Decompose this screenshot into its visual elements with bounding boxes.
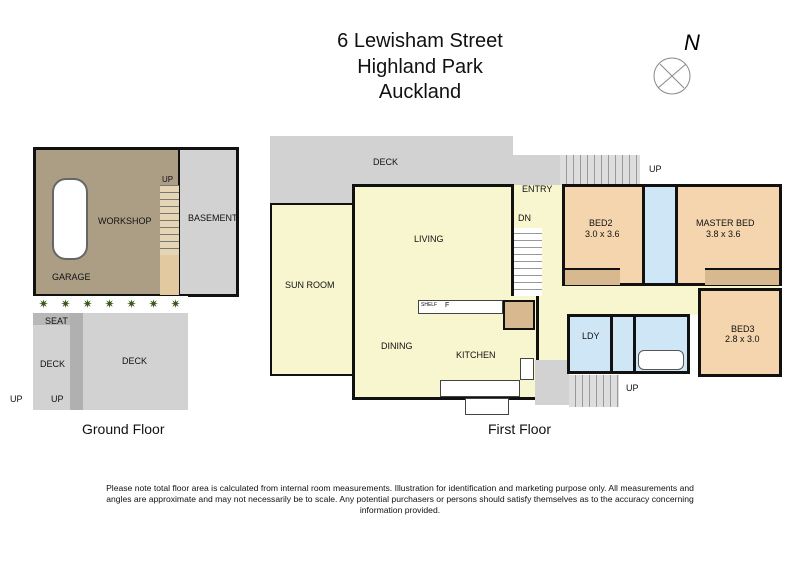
bay-window (465, 398, 509, 415)
dining-label: DINING (381, 341, 413, 351)
plant-icon: ✷ (170, 297, 181, 311)
deck-label: DECK (373, 157, 399, 167)
entry-label: ENTRY (522, 184, 553, 194)
deck-up-left-label: UP (10, 394, 23, 404)
plant-icon: ✷ (104, 297, 115, 311)
shelf-label: SHELF (421, 302, 438, 308)
master-wardrobe (705, 268, 779, 285)
bottom-stairs (569, 375, 619, 407)
ground-floor-caption: Ground Floor (82, 421, 165, 437)
living-label: LIVING (414, 234, 444, 244)
planter-strip: ✷ ✷ ✷ ✷ ✷ ✷ ✷ (33, 296, 188, 313)
plant-icon: ✷ (126, 297, 137, 311)
living (352, 184, 514, 296)
up-top-label: UP (649, 164, 662, 174)
ground-stairs (160, 185, 179, 255)
compass-north-label: N (684, 30, 700, 55)
dining-kitchen (352, 296, 539, 400)
ground-deck (33, 313, 188, 410)
kitchen-bench-sink (440, 380, 520, 397)
basement-label: BASEMENT (188, 213, 238, 223)
first-floor-caption: First Floor (488, 421, 551, 437)
title-line-3: Auckland (378, 81, 462, 103)
workshop-label: WORKSHOP (98, 216, 152, 226)
seat-side (70, 313, 83, 410)
deck-left-label: DECK (40, 359, 66, 369)
disclaimer: Please note total floor area is calculat… (106, 483, 694, 515)
ldy-label: LDY (582, 331, 600, 341)
fridge-label: F (445, 302, 450, 309)
bed2-label: BED2 (589, 218, 613, 228)
plant-icon: ✷ (148, 297, 159, 311)
bed3-size: 2.8 x 3.0 (725, 334, 760, 344)
ground-up-label: UP (162, 175, 174, 184)
landing (160, 255, 179, 295)
rear-landing (535, 360, 569, 405)
sun-room (270, 203, 354, 376)
seat-label: SEAT (45, 316, 68, 326)
title-line-2: Highland Park (357, 56, 483, 78)
pantry (503, 300, 535, 330)
bed2-wardrobe (565, 268, 620, 285)
bed3 (698, 288, 782, 377)
deck-up-label: UP (51, 394, 64, 404)
dn-label: DN (518, 213, 531, 223)
up-bottom-label: UP (626, 383, 639, 393)
dn-stairs (514, 228, 542, 296)
laundry (567, 314, 613, 374)
plant-icon: ✷ (82, 297, 93, 311)
basement (178, 147, 239, 297)
master-bed-label: MASTER BED (696, 218, 755, 228)
bathtub (638, 350, 684, 370)
bed2-size: 3.0 x 3.6 (585, 229, 620, 239)
cooktop (520, 358, 534, 380)
garage-label: GARAGE (52, 272, 91, 282)
plant-icon: ✷ (60, 297, 71, 311)
top-stairs (560, 155, 640, 185)
ensuite (642, 184, 678, 286)
kitchen-label: KITCHEN (456, 350, 496, 360)
title-line-1: 6 Lewisham Street (337, 30, 503, 52)
compass-icon (650, 52, 698, 100)
plant-icon: ✷ (38, 297, 49, 311)
master-bed-size: 3.8 x 3.6 (706, 229, 741, 239)
deck-right-label: DECK (122, 356, 148, 366)
kitchen-bench-top (418, 300, 503, 314)
car-icon (52, 178, 88, 260)
sun-room-label: SUN ROOM (285, 280, 335, 290)
bed3-label: BED3 (731, 324, 755, 334)
